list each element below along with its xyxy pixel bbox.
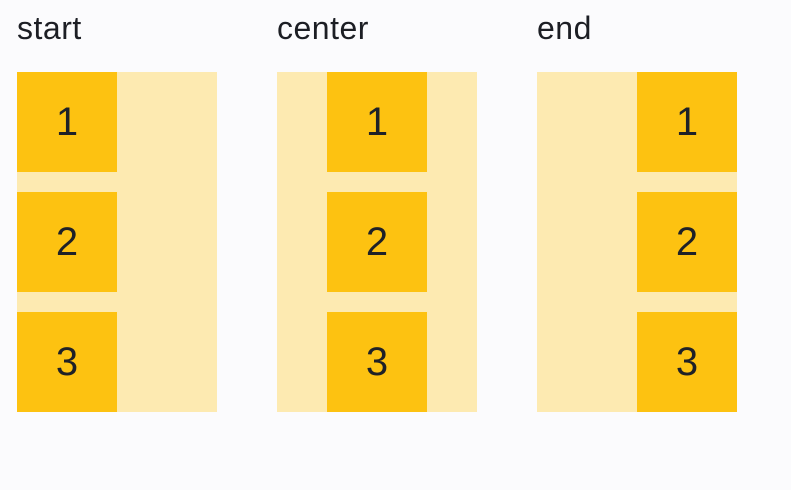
flex-item: 3 [17, 312, 117, 412]
example-group-end: end 1 2 3 [537, 10, 737, 412]
alignment-label: end [537, 10, 592, 46]
alignment-label: center [277, 10, 369, 46]
flex-item: 1 [327, 72, 427, 172]
alignment-container-center: 1 2 3 [277, 72, 477, 412]
flex-item: 2 [637, 192, 737, 292]
alignment-container-start: 1 2 3 [17, 72, 217, 412]
flex-item: 2 [17, 192, 117, 292]
flex-item: 1 [17, 72, 117, 172]
alignment-demo-figure: start 1 2 3 center 1 2 3 end 1 2 3 [17, 10, 737, 412]
alignment-container-end: 1 2 3 [537, 72, 737, 412]
flex-item: 1 [637, 72, 737, 172]
flex-item: 2 [327, 192, 427, 292]
example-group-start: start 1 2 3 [17, 10, 217, 412]
alignment-label: start [17, 10, 82, 46]
example-group-center: center 1 2 3 [277, 10, 477, 412]
flex-item: 3 [327, 312, 427, 412]
flex-item: 3 [637, 312, 737, 412]
